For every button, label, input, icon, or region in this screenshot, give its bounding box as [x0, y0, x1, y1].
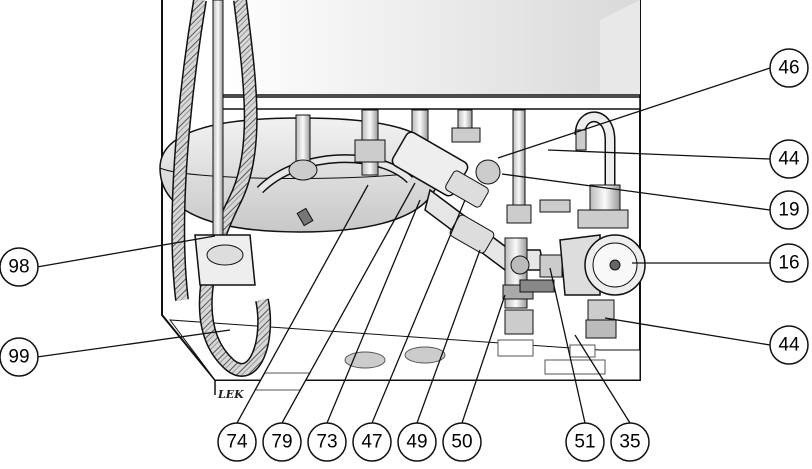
manifold [390, 130, 570, 334]
callout-50: 50 [443, 423, 481, 461]
callout-16: 16 [770, 244, 808, 282]
circulation-pump [560, 185, 645, 338]
callout-49-label: 49 [406, 432, 427, 453]
callout-44-lower: 44 [770, 326, 808, 364]
callout-35-label: 35 [619, 432, 640, 453]
callout-46-label: 46 [778, 58, 799, 79]
callout-16-label: 16 [778, 253, 799, 274]
callout-99: 99 [0, 338, 38, 376]
callout-98: 98 [0, 248, 38, 286]
callout-74-label: 74 [226, 432, 248, 453]
callout-73: 73 [308, 423, 346, 461]
callout-51-label: 51 [574, 432, 595, 453]
callout-44-lower-label: 44 [778, 335, 800, 356]
callout-50-label: 50 [451, 432, 472, 453]
callout-74: 74 [218, 423, 256, 461]
brand-label: LEK [217, 388, 244, 401]
callout-49: 49 [398, 423, 436, 461]
callout-44-upper: 44 [770, 140, 808, 178]
callout-99-label: 99 [8, 347, 29, 368]
callout-79-label: 79 [271, 432, 292, 453]
callout-44-upper-label: 44 [778, 149, 800, 170]
callout-46: 46 [770, 49, 808, 87]
callout-47: 47 [353, 423, 391, 461]
callout-51: 51 [566, 423, 604, 461]
callout-79: 79 [263, 423, 301, 461]
callout-73-label: 73 [316, 432, 337, 453]
callout-35: 35 [611, 423, 649, 461]
callout-47-label: 47 [361, 432, 382, 453]
callouts: 46 44 19 16 44 98 99 74 79 73 47 49 50 5… [0, 49, 808, 461]
callout-19: 19 [770, 191, 808, 229]
callout-19-label: 19 [778, 200, 799, 221]
callout-98-label: 98 [8, 257, 29, 278]
